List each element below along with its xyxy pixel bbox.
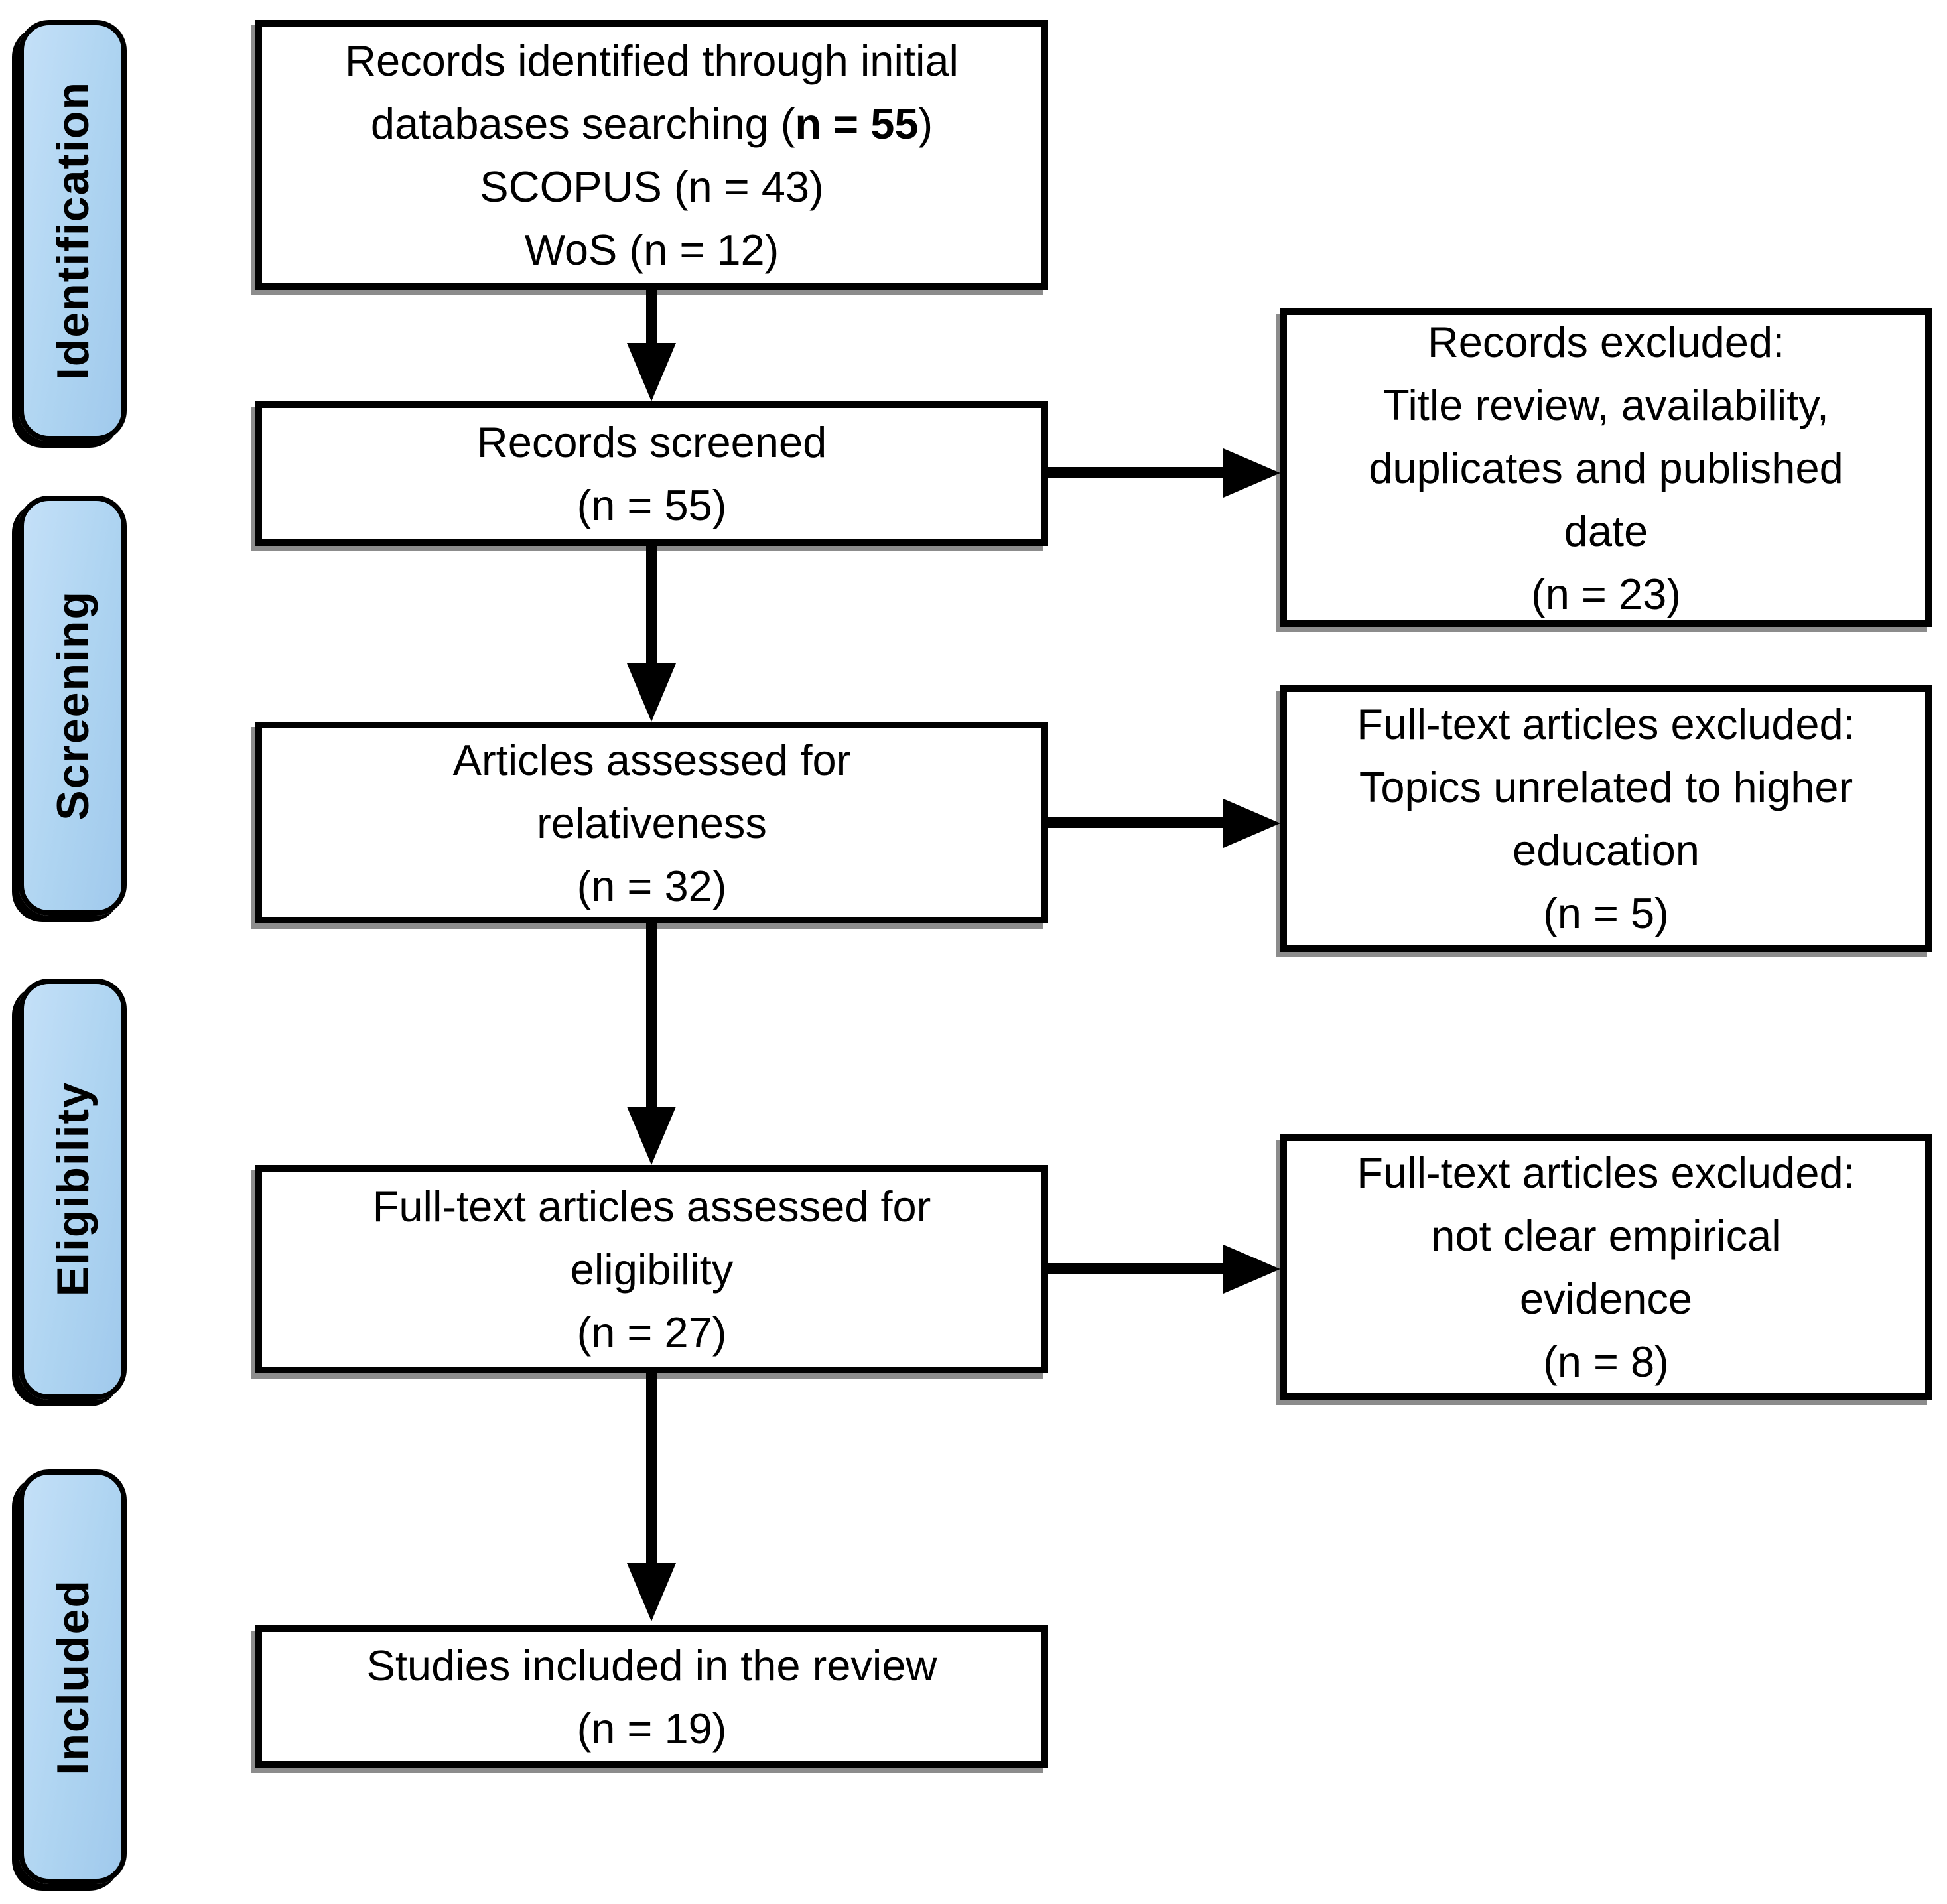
arrow-down-icon bbox=[627, 1107, 676, 1165]
arrow-down-icon bbox=[627, 343, 676, 401]
box-fulltext-assessed: Full-text articles assessed for eligibil… bbox=[255, 1165, 1048, 1373]
box-text-segment: ) bbox=[918, 99, 933, 148]
records-count-bold: n = 55 bbox=[795, 99, 919, 148]
stage-tab-label: Identification bbox=[47, 80, 98, 381]
box-text-line: (n = 55) bbox=[576, 481, 727, 529]
arrow-right-icon bbox=[1223, 448, 1280, 498]
box-text-line: Records screened bbox=[476, 418, 827, 466]
stage-tab-label: Included bbox=[47, 1578, 98, 1775]
box-text-line: Full-text articles excluded: bbox=[1357, 700, 1855, 748]
arrow-screened-to-assessed-stem bbox=[646, 546, 657, 665]
box-text-line: Topics unrelated to higher bbox=[1359, 763, 1853, 811]
arrow-assessed-to-fulltext-stem bbox=[646, 923, 657, 1108]
box-fulltext-excluded-topics: Full-text articles excluded: Topics unre… bbox=[1280, 685, 1932, 952]
stage-tab-eligibility: Eligibility bbox=[19, 979, 127, 1400]
box-text-line: Articles assessed for bbox=[452, 735, 851, 784]
arrow-down-icon bbox=[627, 663, 676, 722]
arrow-down-icon bbox=[627, 1563, 676, 1621]
stage-tab-included: Included bbox=[19, 1469, 127, 1884]
stage-tab-identification: Identification bbox=[19, 20, 127, 441]
box-text-line: (n = 27) bbox=[576, 1308, 727, 1357]
arrow-assessed-to-excluded-stem bbox=[1048, 817, 1225, 828]
box-text-line: databases searching (n = 55) bbox=[371, 92, 933, 155]
arrow-fulltext-to-included-stem bbox=[646, 1373, 657, 1564]
stage-tab-label: Screening bbox=[47, 590, 98, 821]
stage-tab-screening: Screening bbox=[19, 496, 127, 916]
box-records-screened: Records screened (n = 55) bbox=[255, 401, 1048, 546]
box-fulltext-excluded-evidence: Full-text articles excluded: not clear e… bbox=[1280, 1134, 1932, 1400]
arrow-screened-to-excluded-stem bbox=[1048, 467, 1225, 478]
box-text-line: eligibility bbox=[570, 1245, 734, 1294]
box-text-line: not clear empirical bbox=[1431, 1211, 1781, 1260]
box-text-line: evidence bbox=[1519, 1274, 1693, 1323]
box-text-line: education bbox=[1512, 826, 1700, 874]
box-text-line: SCOPUS (n = 43) bbox=[480, 162, 824, 211]
box-text-line: WoS (n = 12) bbox=[524, 225, 779, 274]
box-text-line: date bbox=[1564, 506, 1648, 555]
box-text-line: (n = 32) bbox=[576, 861, 727, 910]
box-text-line: Title review, availability, bbox=[1383, 380, 1829, 429]
box-articles-assessed: Articles assessed for relativeness (n = … bbox=[255, 722, 1048, 923]
box-records-identified: Records identified through initial datab… bbox=[255, 20, 1048, 290]
box-records-excluded: Records excluded: Title review, availabi… bbox=[1280, 308, 1932, 627]
stage-tab-label: Eligibility bbox=[47, 1081, 98, 1297]
box-text-line: Records identified through initial bbox=[345, 36, 959, 85]
arrow-fulltext-to-excluded-stem bbox=[1048, 1263, 1225, 1274]
box-text-line: (n = 23) bbox=[1531, 569, 1681, 618]
box-studies-included: Studies included in the review (n = 19) bbox=[255, 1625, 1048, 1768]
box-text-line: Records excluded: bbox=[1427, 317, 1785, 366]
box-text-line: duplicates and published bbox=[1369, 443, 1844, 492]
box-text-line: Studies included in the review bbox=[366, 1641, 937, 1690]
box-text-line: Full-text articles assessed for bbox=[372, 1182, 931, 1231]
box-text-line: (n = 8) bbox=[1543, 1337, 1669, 1386]
box-text-line: relativeness bbox=[537, 798, 767, 847]
box-text-line: (n = 19) bbox=[576, 1704, 727, 1753]
arrow-right-icon bbox=[1223, 1245, 1280, 1294]
box-text-line: (n = 5) bbox=[1543, 889, 1669, 937]
arrow-right-icon bbox=[1223, 799, 1280, 848]
box-text-segment: databases searching ( bbox=[370, 99, 795, 148]
arrow-identified-to-screened-stem bbox=[646, 290, 657, 345]
box-text-line: Full-text articles excluded: bbox=[1357, 1148, 1855, 1197]
